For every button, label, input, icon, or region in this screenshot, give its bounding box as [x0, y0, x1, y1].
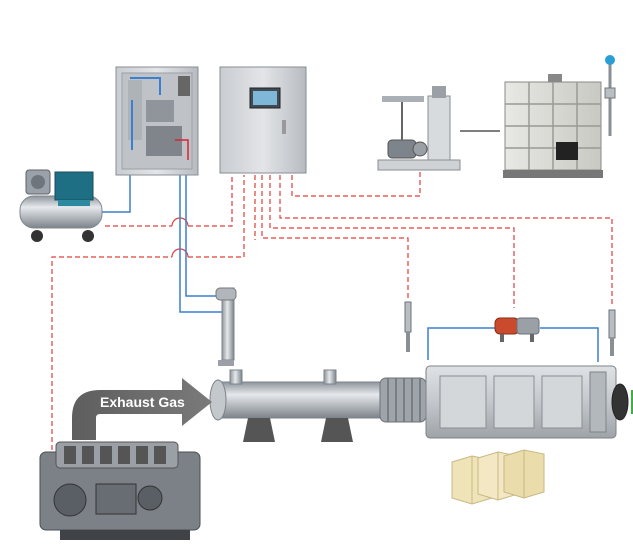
line-pressure-sensor [427, 327, 599, 362]
differential-pressure-sensor [494, 317, 540, 342]
air-compressor [19, 169, 103, 242]
level-sensor [604, 55, 616, 136]
exhaust-flow-arrow [72, 378, 212, 440]
signal-line-temp-inlet [261, 175, 409, 300]
scr-reactor [425, 365, 633, 439]
signal-line-pump [291, 172, 421, 197]
signal-line-compressor [105, 175, 233, 227]
air-line-compressor [100, 175, 131, 213]
mixing-pipe [209, 369, 427, 442]
air-line-injector-2 [185, 175, 222, 297]
bellows [379, 377, 427, 423]
temperature-sensor-inlet [404, 301, 412, 352]
signal-line-engine [51, 175, 245, 450]
air-line-injector-1 [179, 175, 228, 313]
urea-pump-unit [377, 86, 461, 171]
temperature-sensor-outlet [608, 309, 616, 356]
control-cabinet [219, 66, 307, 174]
signal-line-pressure [269, 175, 515, 308]
air-lines [100, 175, 599, 362]
urea-injector [215, 287, 237, 366]
exhaust-gas-label: Exhaust Gas [100, 394, 185, 410]
signal-line-temp-outlet [279, 175, 613, 305]
signal-lines [51, 172, 613, 450]
metering-cabinet [115, 66, 199, 176]
catalyst-blocks [451, 449, 545, 505]
urea-tank [503, 74, 603, 178]
diesel-engine [39, 441, 201, 540]
